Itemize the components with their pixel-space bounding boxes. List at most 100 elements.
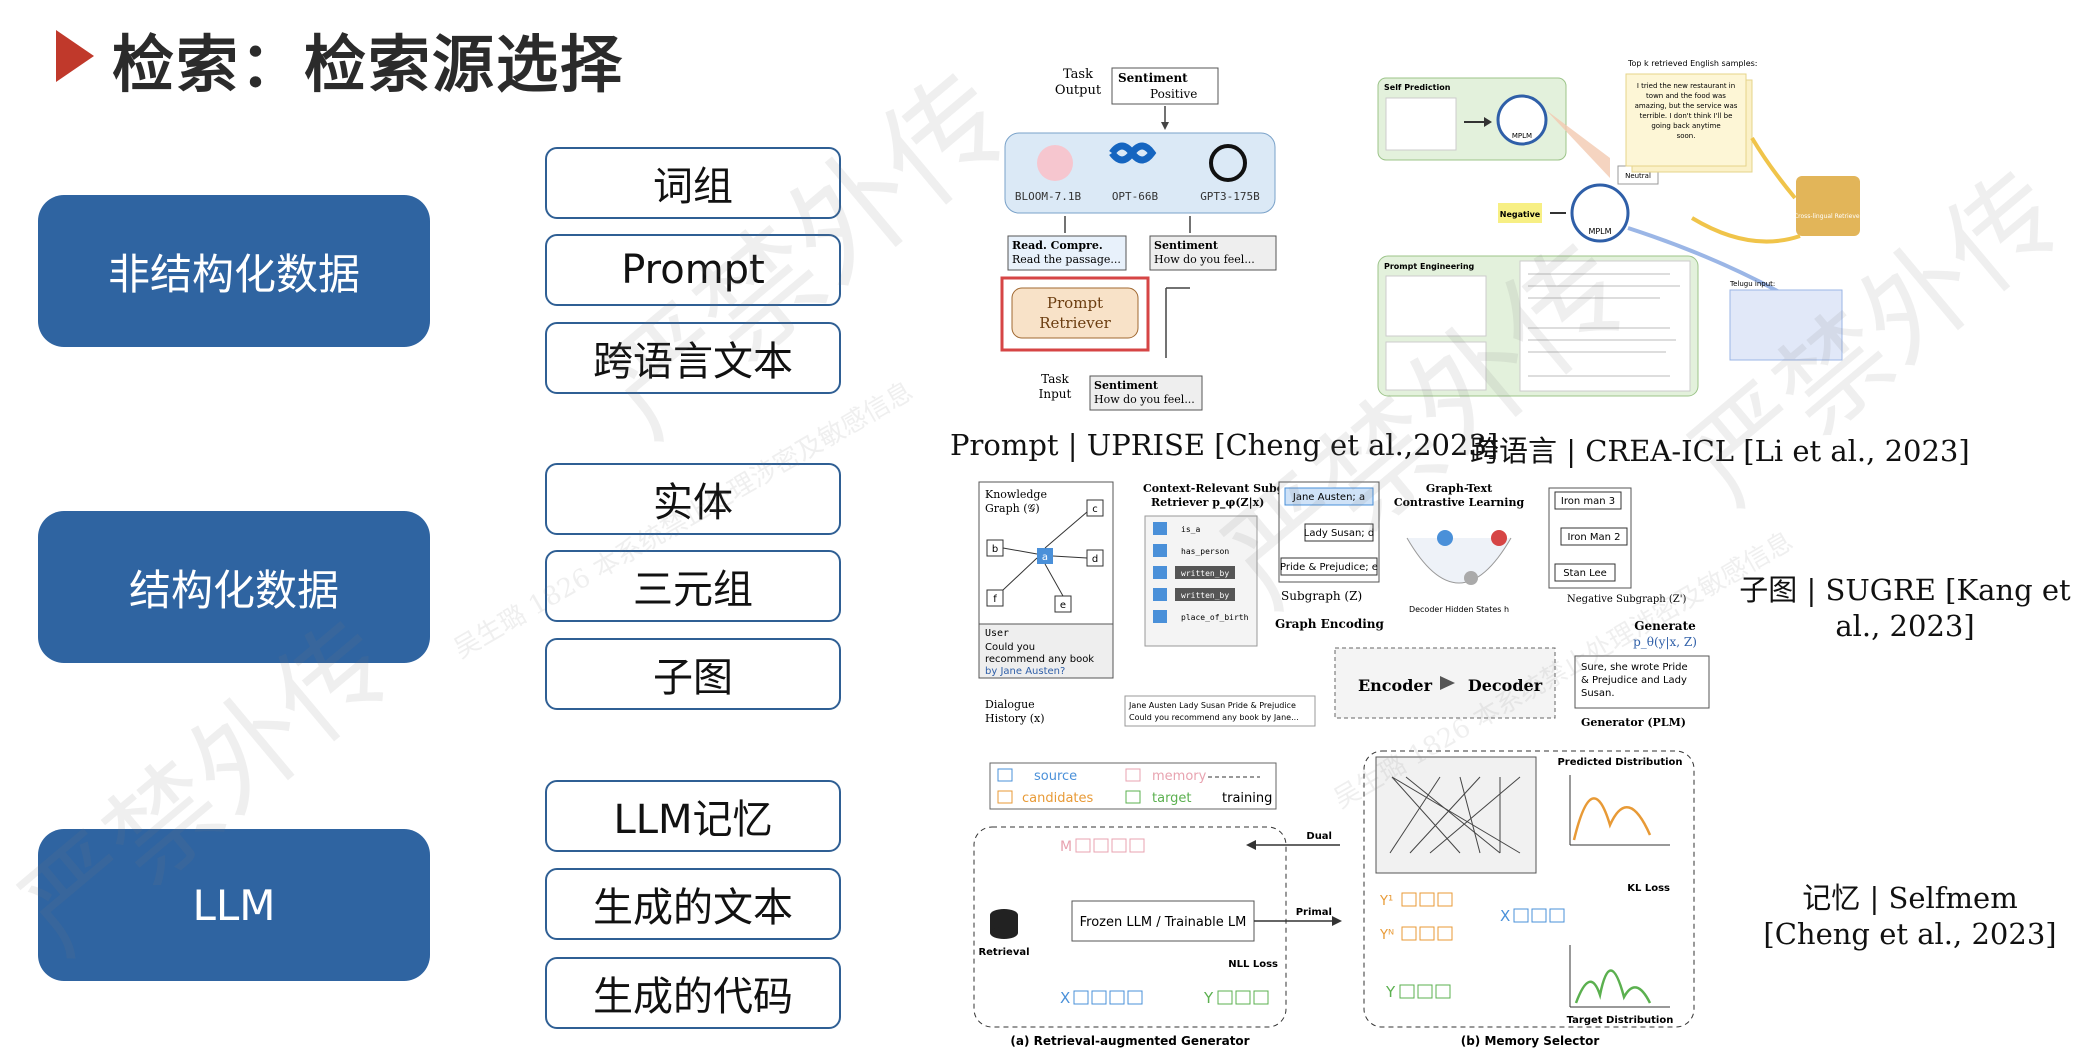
read-compre-text: Read the passage... <box>1012 253 1121 266</box>
query-concat-box <box>1124 695 1316 727</box>
neg-subgraph-label: Negative Subgraph (Z') <box>1567 594 1686 605</box>
telugu-input-label: Telugu input: <box>1729 280 1775 288</box>
source-symbol-left: X <box>1060 989 1070 1007</box>
query-line-1: Jane Austen Lady Susan Pride & Prejudice <box>1128 701 1296 710</box>
frozen-llm-label: Frozen LLM / Trainable LM <box>1080 915 1247 930</box>
contrastive-title-2: Contrastive Learning <box>1394 496 1525 509</box>
relation-table <box>1144 515 1258 647</box>
retriever-label-2: Retriever <box>1039 314 1111 332</box>
openai-logo-icon <box>1209 144 1247 182</box>
sample-line-6: soon. <box>1677 132 1696 140</box>
page-title: 检索：检索源选择 <box>112 28 625 101</box>
primal-label: Primal <box>1296 907 1332 918</box>
cross-lingual-retriever-box <box>1796 176 1860 236</box>
subgraph-entity-3: Pride & Prejudice; e <box>1280 562 1378 573</box>
user-turn-line-2: recommend any book <box>985 654 1094 665</box>
legend-target: target <box>1152 791 1192 806</box>
target-symbol-right: Y <box>1385 983 1396 1001</box>
read-compre-box <box>1007 235 1127 271</box>
relation-2: has_person <box>1181 547 1229 556</box>
predicted-distribution-label: Predicted Distribution <box>1557 757 1682 768</box>
retrieved-sample-card <box>1625 73 1747 167</box>
prompt-retriever-box <box>1011 287 1139 339</box>
retriever-title-1: Context-Relevant Subgraph <box>1143 482 1313 495</box>
legend-memory: memory <box>1152 769 1207 784</box>
kg-node-c: c <box>1092 504 1098 515</box>
sample-line-5: going back anytime <box>1651 122 1720 130</box>
neg-entity-3: Stan Lee <box>1563 568 1607 579</box>
title-arrow-icon <box>56 30 94 82</box>
category-llm: LLM <box>38 829 430 981</box>
answer-line-2: & Prejudice and Lady <box>1581 675 1687 686</box>
answer-line-3: Susan. <box>1581 688 1615 699</box>
memory-symbol: M <box>1060 839 1072 855</box>
decoder-label: Decoder <box>1468 676 1543 695</box>
candidate-symbol-1: Y¹ <box>1379 894 1393 909</box>
retriever-title-2: Retriever p_φ(Z|x) <box>1151 496 1264 510</box>
legend-training: training <box>1222 791 1272 806</box>
kg-node-b: b <box>992 544 998 555</box>
kl-loss-label: KL Loss <box>1627 883 1670 894</box>
sentiment-input-title: Sentiment <box>1094 379 1159 392</box>
sentiment-mid-box <box>1149 235 1277 271</box>
task-output-label-2: Output <box>1055 83 1102 98</box>
sample-line-4: terrible. I don't think I'll be <box>1640 112 1733 120</box>
category-unstructured: 非结构化数据 <box>38 195 430 347</box>
kg-node-a: a <box>1042 552 1048 563</box>
caption-uprise: Prompt | UPRISE [Cheng et al.,2023] <box>950 428 1499 462</box>
caption-crea-icl: 跨语言 | CREA-ICL [Li et al., 2023] <box>1470 434 1970 468</box>
answer-box <box>1574 655 1710 709</box>
user-turn-box <box>978 623 1114 679</box>
kg-node-f: f <box>993 594 997 605</box>
task-input-label-1: Task <box>1041 372 1069 386</box>
model-opt: OPT-66B <box>1112 190 1159 203</box>
source-symbol-right: X <box>1500 907 1510 925</box>
legend-source: source <box>1034 769 1077 784</box>
frozen-llm-box <box>1071 900 1255 942</box>
selfmem-figure: source memory candidates target training… <box>973 750 1695 1048</box>
generate-formula: p_θ(y|x, Z) <box>1633 635 1697 649</box>
graph-encoding-label: Graph Encoding <box>1275 617 1384 631</box>
mplm-icon-top <box>1496 94 1548 146</box>
mplm-label-bottom: MPLM <box>1588 227 1611 236</box>
user-turn-line-1: Could you <box>985 642 1035 653</box>
item-entity: 实体 <box>545 463 841 535</box>
nll-loss-label: NLL Loss <box>1228 959 1278 970</box>
retriever-label-1: Prompt <box>1047 294 1103 312</box>
sentiment-output-title: Sentiment <box>1118 71 1188 85</box>
subgraph-entity-1: Jane Austen; a <box>1292 492 1365 503</box>
negative-badge <box>1498 203 1542 223</box>
llm-models-panel <box>1004 132 1276 214</box>
relation-4: written_by <box>1181 591 1229 600</box>
neutral-label: Neutral <box>1625 172 1651 180</box>
neg-entity-2: Iron Man 2 <box>1567 532 1620 543</box>
sample-line-3: amazing, but the service was <box>1635 102 1738 110</box>
crea-icl-figure: Self Prediction MPLM Neutral Top k retri… <box>1377 59 1863 397</box>
sentiment-input-text: How do you feel... <box>1094 393 1195 406</box>
item-prompt: Prompt <box>545 234 841 306</box>
read-compre-title: Read. Compre. <box>1012 239 1103 252</box>
user-turn-speaker: User <box>985 628 1009 639</box>
encoder-label: Encoder <box>1358 676 1433 695</box>
generator-label: Generator (PLM) <box>1581 716 1686 729</box>
kg-label-1: Knowledge <box>985 488 1047 501</box>
task-output-label-1: Task <box>1063 67 1093 82</box>
caption-sugre: 子图 | SUGRE [Kang et al., 2023] <box>1739 573 2071 643</box>
caption-memory-selector: (b) Memory Selector <box>1461 1034 1600 1048</box>
generate-label: Generate <box>1634 619 1696 633</box>
negative-label: Negative <box>1500 210 1541 219</box>
item-subgraph: 子图 <box>545 638 841 710</box>
neg-entity-1: Iron man 3 <box>1561 496 1615 507</box>
telugu-input-box <box>1729 289 1843 361</box>
sugre-figure: Knowledge Graph (𝒢) a b c d e f User Cou… <box>978 481 1710 729</box>
uprise-figure: Task Output Sentiment Positive BLOOM-7.1… <box>1000 67 1277 411</box>
retrieval-label: Retrieval <box>978 947 1029 958</box>
kg-node-d: d <box>1092 554 1098 565</box>
dialogue-label-1: Dialogue <box>985 698 1035 711</box>
meta-logo-icon <box>1109 142 1157 164</box>
decoder-hidden-label: Decoder Hidden States h <box>1409 605 1509 614</box>
item-llm-memory: LLM记忆 <box>545 780 841 852</box>
item-triple: 三元组 <box>545 550 841 622</box>
retriever-label: Cross-lingual Retriever <box>1794 213 1863 220</box>
